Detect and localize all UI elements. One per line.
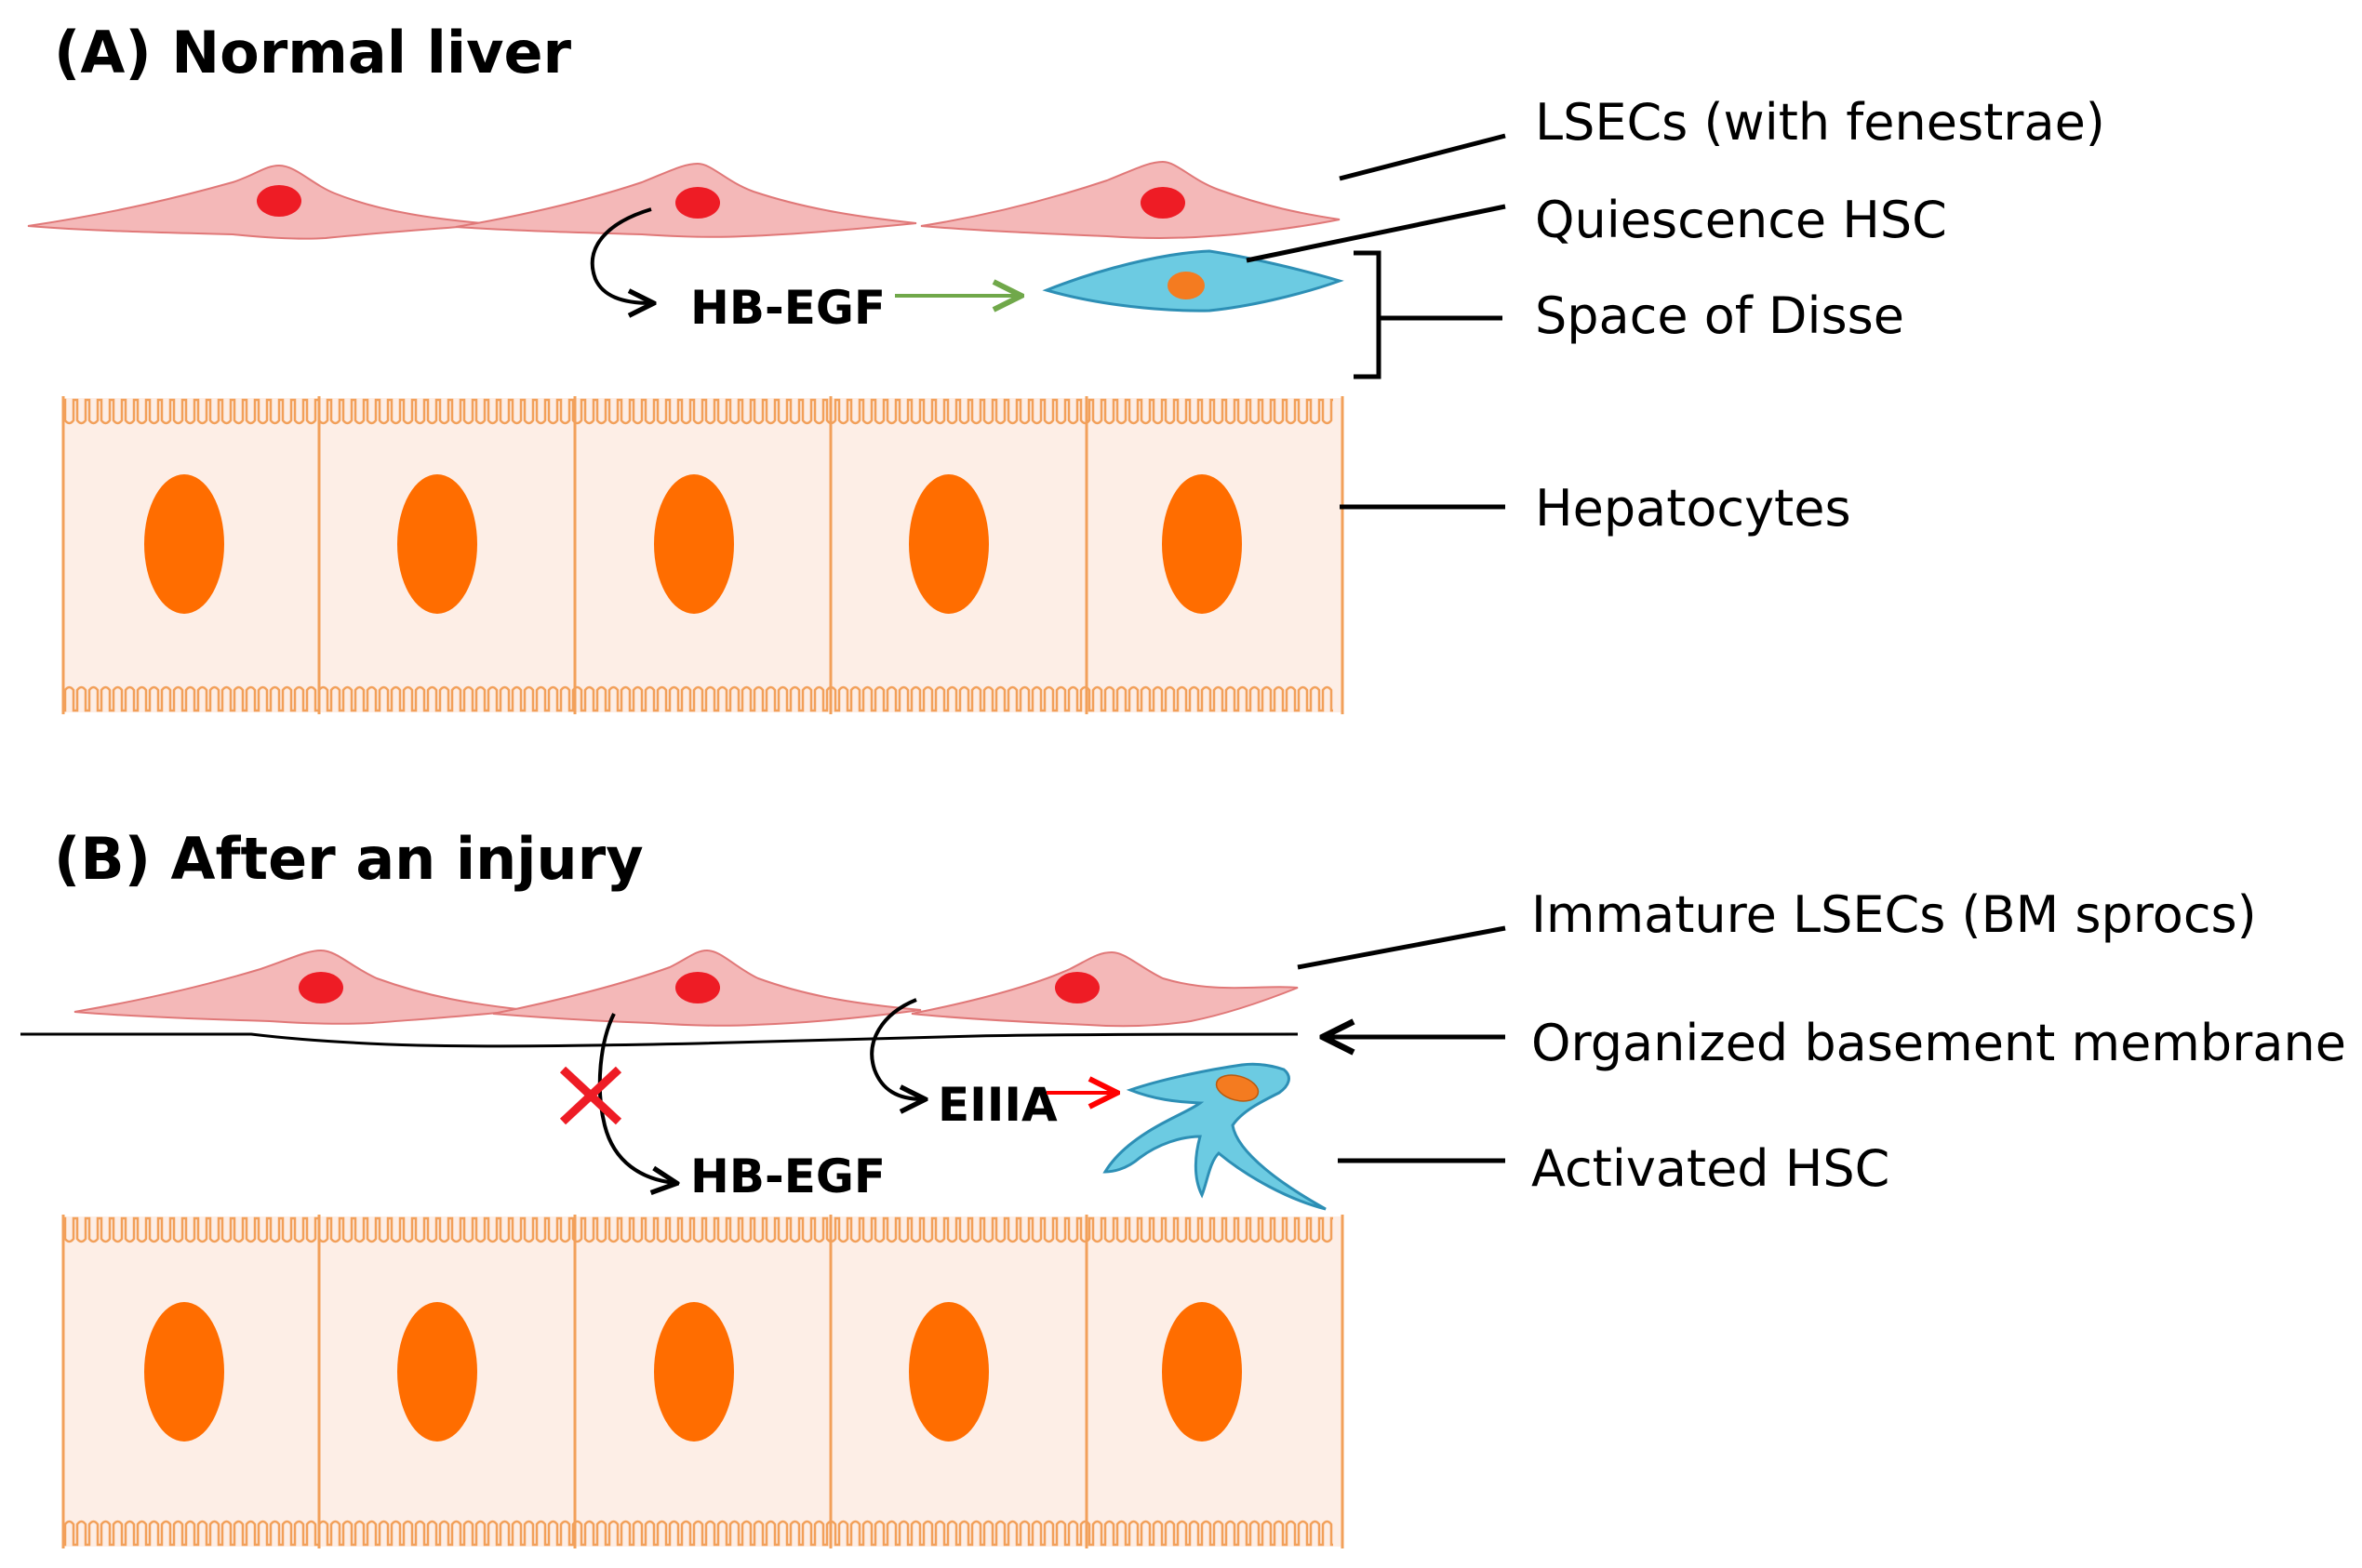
microvilli-bottom: [63, 685, 1333, 712]
hepatocyte-nucleus: [909, 1302, 989, 1442]
hsc-nucleus: [1168, 272, 1205, 299]
hepatocyte-nucleus: [144, 474, 224, 614]
activated-hsc: [1102, 1062, 1327, 1211]
eiiia-secretion-arrow: [870, 998, 923, 1099]
lsec-nucleus: [675, 187, 720, 219]
hepatocyte-nucleus: [397, 474, 477, 614]
label-hepatocytes: Hepatocytes: [1535, 479, 1851, 538]
hepatocyte-row: [61, 1215, 1344, 1548]
microvilli-bottom: [63, 1520, 1333, 1547]
blocked-secretion-arrow: [597, 1013, 674, 1183]
hsc-nucleus: [1215, 1074, 1260, 1102]
lsec-cell: [920, 160, 1341, 239]
lsec-cell: [73, 949, 527, 1025]
secretion-arrow: [590, 207, 651, 303]
label-activated-hsc: Activated HSC: [1531, 1139, 1889, 1198]
lsec-cell: [911, 950, 1299, 1028]
panel-a-title: (A) Normal liver: [54, 19, 572, 86]
hepatocyte-nucleus: [909, 474, 989, 614]
hepatocyte-nucleus: [654, 1302, 734, 1442]
hepatocyte-nucleus: [397, 1302, 477, 1442]
molecule-hb-egf-blocked: HB-EGF: [690, 1149, 886, 1203]
leader-line-lsecs: [1339, 133, 1506, 181]
lsec-cell: [455, 162, 917, 238]
hepatocyte-nucleus: [144, 1302, 224, 1442]
hepatocyte-nucleus: [654, 474, 734, 614]
lsec-cell: [27, 164, 494, 240]
lsec-nucleus: [257, 185, 301, 217]
quiescent-hsc: [1042, 249, 1344, 312]
hepatocyte-nucleus: [1162, 1302, 1242, 1442]
hepatocyte-nucleus: [1162, 474, 1242, 614]
label-immature-lsecs: Immature LSECs (BM sprocs): [1531, 885, 2257, 944]
label-basement-membrane: Organized basement membrane: [1531, 1014, 2346, 1072]
lsec-nucleus: [675, 972, 720, 1003]
panel-b-title: (B) After an injury: [54, 825, 644, 893]
panel-b: (B) After an injury HB-EGF EIIIA: [20, 825, 2346, 1548]
microvilli-top: [63, 398, 1333, 425]
label-space-of-disse: Space of Disse: [1535, 286, 1904, 345]
label-quiescent-hsc: Quiescence HSC: [1535, 191, 1947, 249]
lsec-cell: [492, 949, 922, 1027]
molecule-hb-egf: HB-EGF: [690, 281, 886, 335]
lsec-nucleus: [1141, 187, 1185, 219]
microvilli-top: [63, 1216, 1333, 1243]
molecule-eiiia: EIIIA: [938, 1078, 1058, 1132]
hepatocyte-row: [61, 396, 1344, 714]
lsec-nucleus: [1055, 972, 1100, 1003]
lsec-nucleus: [299, 972, 343, 1003]
leader-line-hsc: [1246, 204, 1506, 263]
leader-line-immature-lsecs: [1297, 925, 1506, 970]
label-lsecs: LSECs (with fenestrae): [1535, 93, 2105, 152]
panel-a: (A) Normal liver HB-EGF: [27, 19, 2105, 714]
block-x-mark: [559, 1066, 622, 1125]
disse-bracket: [1354, 250, 1502, 379]
basement-membrane: [20, 1032, 1299, 1048]
